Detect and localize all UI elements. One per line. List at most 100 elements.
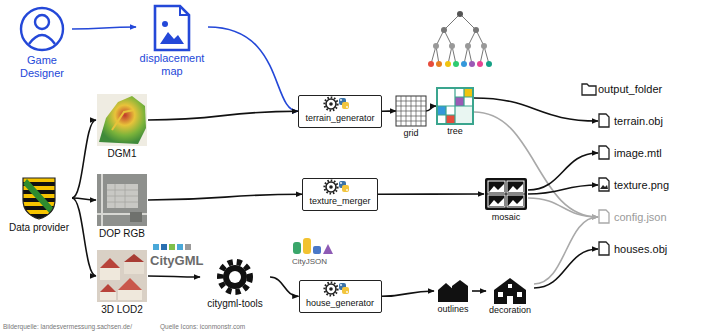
node-label: texture_merger <box>309 196 370 207</box>
coat-of-arms <box>23 214 55 218</box>
node-label: DGM1 <box>96 148 148 160</box>
output-file: houses.obj <box>598 240 667 258</box>
flow-arrow <box>426 106 436 111</box>
tree-hierarchy <box>457 11 463 17</box>
output-file: config.json <box>598 208 667 226</box>
tree-hierarchy <box>441 27 447 33</box>
flow-arrow <box>528 185 598 194</box>
node-label: decoration <box>486 305 534 316</box>
node-label: texture.png <box>614 176 669 194</box>
node-label: output_folder <box>598 80 662 98</box>
tree-hierarchy <box>465 43 471 49</box>
dataset-node: DGM1 <box>96 94 148 160</box>
terrain-image <box>97 94 147 146</box>
node-label: outlines <box>434 304 472 315</box>
aerial-photo <box>97 174 147 226</box>
process-box: terrain_generator <box>298 95 382 128</box>
intermediate-node: tree <box>436 88 474 137</box>
aerial-photo <box>97 174 147 226</box>
node-label: Data provider <box>6 222 72 234</box>
file-icon <box>599 146 609 159</box>
quadtree-icon <box>455 106 473 124</box>
decorated-house-icon <box>498 292 503 297</box>
dataset-node: 3D LOD2 <box>96 250 148 316</box>
coat-of-arms <box>23 178 55 219</box>
tree-hierarchy <box>473 27 479 33</box>
terrain-image <box>112 110 134 130</box>
tree-hierarchy <box>469 61 475 67</box>
node-label: Game Designer <box>12 54 72 80</box>
tree-hierarchy <box>486 61 492 67</box>
citygml-logo <box>153 244 191 250</box>
city-model-image <box>97 250 147 302</box>
node-label: displacement map <box>136 52 208 78</box>
flow-arrow <box>382 291 435 296</box>
flow-arrow <box>474 112 598 217</box>
tree-hierarchy <box>461 61 467 67</box>
node-label: tree <box>436 126 474 137</box>
node-label: terrain.obj <box>614 112 663 130</box>
city-model-image <box>97 250 147 302</box>
flow-arrow <box>528 153 598 190</box>
mosaic-icon <box>508 184 523 192</box>
grid-icon <box>396 96 426 126</box>
flow-arrow <box>72 120 96 198</box>
process-box: house_generator <box>299 280 382 313</box>
intermediate-node: decoration <box>486 278 534 316</box>
logo-text: CityJSON <box>292 257 327 266</box>
image-file-icon <box>155 6 189 50</box>
tool-node: citygml-tools <box>200 258 270 310</box>
decorated-house-icon <box>508 284 512 288</box>
coat-of-arms <box>23 178 57 220</box>
flow-arrow <box>270 277 299 296</box>
flow-arrow <box>72 27 136 29</box>
script-icon <box>324 180 349 193</box>
tree-hierarchy <box>481 43 487 49</box>
flow-arrow <box>208 27 298 111</box>
dataset-node: DOP RGB <box>96 174 148 240</box>
script-icon <box>324 97 349 110</box>
grid-icon <box>396 96 426 126</box>
node-label: config.json <box>614 208 667 226</box>
aerial-photo <box>107 184 138 208</box>
file-icon <box>600 185 608 189</box>
cityjson-logo <box>293 242 301 254</box>
logo-text: CityGML <box>150 254 203 269</box>
intermediate-node: mosaic <box>484 178 528 223</box>
script-icon <box>324 282 349 295</box>
decorated-house-icon <box>494 278 526 304</box>
citygml-logo <box>177 244 183 250</box>
city-model-image <box>118 278 142 290</box>
tree-hierarchy <box>428 11 492 67</box>
person-icon <box>21 8 63 50</box>
mosaic-icon <box>508 198 523 206</box>
output-file: image.mtl <box>598 144 662 162</box>
node-label: terrain_generator <box>305 113 374 124</box>
flow-arrow <box>72 198 96 276</box>
terrain-image <box>97 94 147 146</box>
node-label: 3D LOD2 <box>96 304 148 316</box>
city-model-image <box>100 258 120 268</box>
aerial-photo <box>107 184 138 208</box>
tree-hierarchy <box>477 61 483 67</box>
gear-icon <box>220 262 250 292</box>
image-file-icon <box>180 6 189 15</box>
output-folder: output_folder <box>582 80 662 98</box>
city-model-image <box>124 254 144 262</box>
file-icon <box>599 114 609 127</box>
node-label: houses.obj <box>614 240 667 258</box>
mosaic-icon <box>507 181 524 193</box>
city-model-image <box>100 292 116 300</box>
terrain-image <box>99 96 146 144</box>
node-label: image.mtl <box>614 144 662 162</box>
tree-hierarchy <box>428 61 434 67</box>
node-label: mosaic <box>484 212 528 223</box>
flow-arrow <box>528 198 598 217</box>
citygml-logo <box>169 244 175 250</box>
cityjson-logo <box>293 238 333 254</box>
file-icon <box>599 242 609 255</box>
mosaic-icon <box>489 184 504 192</box>
quadtree-icon <box>437 88 473 124</box>
